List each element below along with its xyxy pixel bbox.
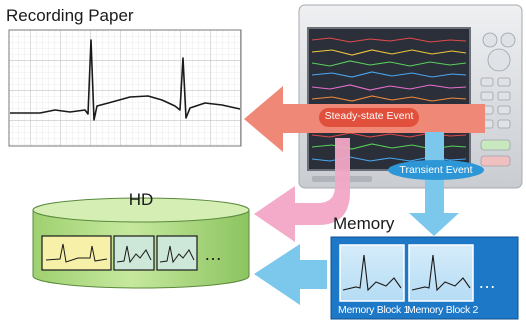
memory-to-hd-arrow: [254, 244, 327, 305]
memory-ellipsis: …: [478, 272, 496, 292]
memory-block-2-label: Memory Block 2: [407, 304, 479, 316]
hd-label: HD: [128, 190, 154, 209]
ecg-trace: [10, 39, 241, 121]
recording-paper-label: Recording Paper: [6, 6, 134, 25]
transient-badge: [388, 160, 484, 180]
hd-waveform-blocks: [41, 235, 198, 271]
recorder-device-icon: [298, 4, 523, 189]
memory-block-1-label: Memory Block 1: [338, 304, 410, 316]
steady-state-event-label: Steady-state Event: [324, 110, 414, 122]
hd-ellipsis: …: [204, 244, 222, 264]
memory-label: Memory: [333, 214, 395, 233]
recording-paper: [8, 29, 242, 147]
memory-box: [330, 236, 519, 320]
pink-arrow-to-hd: [254, 138, 350, 242]
steady-state-badge: [319, 108, 419, 127]
device-keypad: [480, 32, 516, 167]
transient-arrow: [409, 132, 459, 236]
transient-event-label: Transient Event: [399, 164, 473, 176]
